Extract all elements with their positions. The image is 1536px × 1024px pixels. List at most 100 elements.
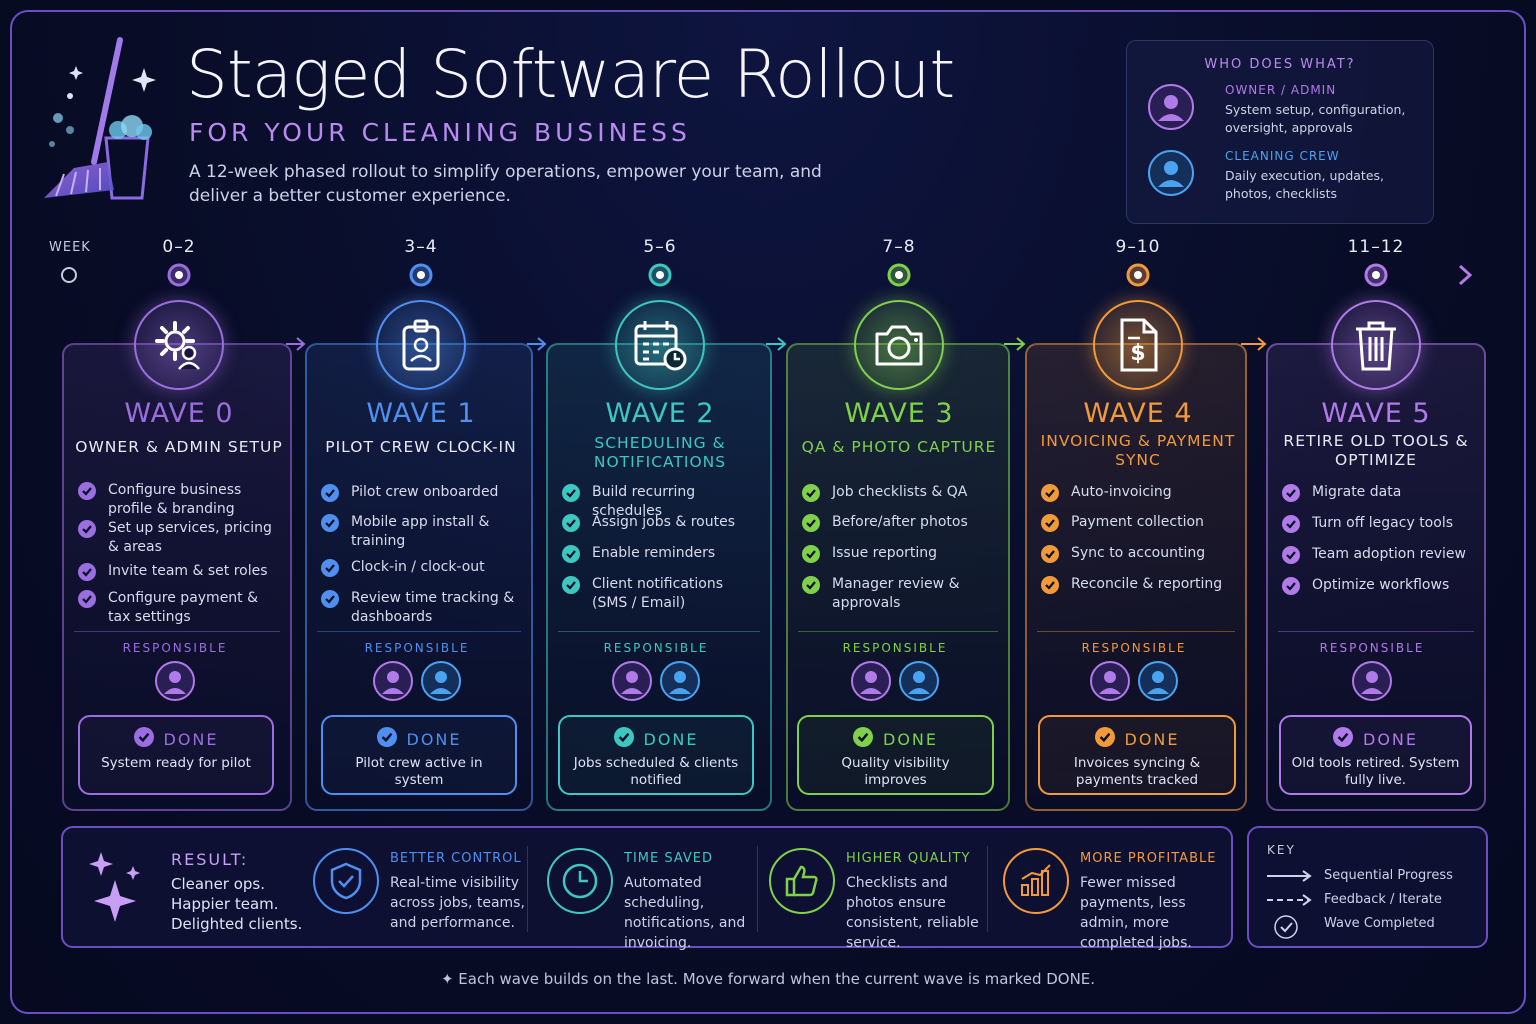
wave-task: Assign jobs & routes — [562, 513, 762, 532]
wave-task: Client notifications (SMS / Email) — [562, 575, 762, 613]
divider — [1278, 631, 1474, 632]
page-subtitle: FOR YOUR CLEANING BUSINESS — [189, 118, 691, 147]
check-circle-icon — [1333, 727, 1353, 751]
task-label: Review time tracking & dashboards — [351, 590, 515, 625]
task-label: Enable reminders — [592, 545, 716, 561]
check-icon — [1282, 546, 1300, 564]
badge-icon — [376, 300, 466, 390]
wave-task: Migrate data — [1282, 483, 1482, 502]
check-icon — [78, 482, 96, 500]
done-text: System ready for pilot — [101, 755, 251, 771]
wave-name: WAVE 5 — [1321, 398, 1431, 429]
task-label: Configure payment & tax settings — [108, 590, 259, 625]
wave-task: Configure business profile & branding — [78, 481, 278, 519]
divider — [558, 631, 760, 632]
task-label: Configure business profile & branding — [108, 482, 242, 517]
role-description: Daily execution, updates, photos, checkl… — [1225, 168, 1384, 201]
benefit-text: Checklists and photos ensure consistent,… — [846, 875, 979, 951]
wave-task: Turn off legacy tools — [1282, 514, 1482, 533]
done-status-box: DONE Invoices syncing & payments tracked — [1038, 715, 1236, 795]
check-circle-icon — [853, 727, 873, 751]
sequence-arrow-icon — [1241, 337, 1267, 351]
responsible-label: RESPONSIBLE — [603, 641, 709, 655]
owner-avatar-icon — [1352, 661, 1392, 701]
check-icon — [1041, 484, 1059, 502]
crew-avatar-icon — [899, 661, 939, 701]
task-label: Build recurring schedules — [592, 484, 696, 519]
check-icon — [1041, 545, 1059, 563]
wave-card — [1025, 343, 1247, 811]
wave-card — [62, 343, 292, 811]
check-icon — [321, 559, 339, 577]
responsible-avatars — [611, 660, 701, 702]
sparkles-icon — [89, 852, 140, 922]
done-text: Quality visibility improves — [841, 755, 950, 788]
check-icon — [802, 545, 820, 563]
check-circle-icon — [376, 727, 397, 751]
check-icon — [78, 590, 96, 608]
task-label: Migrate data — [1312, 484, 1402, 500]
crew-avatar-icon — [1138, 661, 1178, 701]
wave-subtitle: OWNER & ADMIN SETUP — [75, 438, 283, 456]
done-label: DONE — [643, 729, 699, 749]
responsible-avatars — [1351, 660, 1393, 702]
crew-avatar-icon — [421, 661, 461, 701]
check-icon — [1041, 576, 1059, 594]
task-label: Payment collection — [1071, 514, 1204, 530]
done-label: DONE — [1124, 729, 1180, 749]
wave-task: Mobile app install & training — [321, 513, 521, 551]
task-label: Invite team & set roles — [108, 563, 268, 579]
wave-task: Configure payment & tax settings — [78, 589, 278, 627]
role-label: OWNER / ADMIN — [1225, 83, 1337, 97]
wave-card — [786, 343, 1010, 811]
check-icon — [1282, 577, 1300, 595]
benefit-label: TIME SAVED — [624, 851, 714, 866]
role-label: CLEANING CREW — [1225, 149, 1340, 163]
page-description: A 12-week phased rollout to simplify ope… — [189, 162, 822, 206]
wave-task: Before/after photos — [802, 513, 1002, 532]
responsible-avatars — [372, 660, 462, 702]
wave-name: WAVE 1 — [366, 398, 476, 429]
wave-card — [1266, 343, 1486, 811]
divider — [74, 631, 280, 632]
divider — [987, 846, 988, 932]
task-label: Clock-in / clock-out — [351, 559, 485, 575]
task-label: Issue reporting — [832, 545, 938, 561]
wave-task: Optimize workflows — [1282, 576, 1482, 595]
week-range: 11–12 — [1347, 237, 1405, 257]
wave-name: WAVE 4 — [1083, 398, 1193, 429]
task-label: Sync to accounting — [1071, 545, 1206, 561]
result-label: RESULT: — [171, 850, 249, 869]
benefit-text: Real-time visibility across jobs, teams,… — [390, 875, 525, 931]
crew-avatar-icon — [1148, 150, 1194, 196]
responsible-avatars — [850, 660, 940, 702]
wave-task: Enable reminders — [562, 544, 762, 563]
done-status-box: DONE Pilot crew active in system — [321, 715, 517, 795]
key-sequential-progress: Sequential Progress — [1267, 866, 1477, 888]
task-label: Assign jobs & routes — [592, 514, 736, 530]
task-label: Client notifications (SMS / Email) — [592, 576, 724, 611]
week-label: WEEK — [49, 240, 91, 255]
check-icon — [802, 576, 820, 594]
key-label: Feedback / Iterate — [1324, 892, 1442, 907]
benefit-text: Fewer missed payments, less admin, more … — [1080, 875, 1192, 951]
task-label: Auto-invoicing — [1071, 484, 1172, 500]
divider — [1037, 631, 1235, 632]
wave-subtitle: RETIRE OLD TOOLS & OPTIMIZE — [1283, 432, 1469, 469]
key-feedback-iterate: Feedback / Iterate — [1267, 890, 1477, 912]
done-status-box: DONE System ready for pilot — [78, 715, 274, 795]
benefit-label: MORE PROFITABLE — [1080, 851, 1217, 866]
check-icon — [321, 590, 339, 608]
check-icon — [321, 514, 339, 532]
wave-task: Clock-in / clock-out — [321, 558, 521, 577]
benefit-text: Automated scheduling, notifications, and… — [624, 875, 746, 951]
calendar-clock-icon — [615, 300, 705, 390]
wave-task: Auto-invoicing — [1041, 483, 1241, 502]
wave-task: Job checklists & QA — [802, 483, 1002, 502]
broom-and-bucket-icon — [44, 37, 156, 200]
check-icon — [562, 514, 580, 532]
key-title: KEY — [1267, 843, 1296, 857]
wave-name: WAVE 3 — [844, 398, 954, 429]
responsible-label: RESPONSIBLE — [364, 641, 470, 655]
done-text: Pilot crew active in system — [355, 755, 483, 788]
